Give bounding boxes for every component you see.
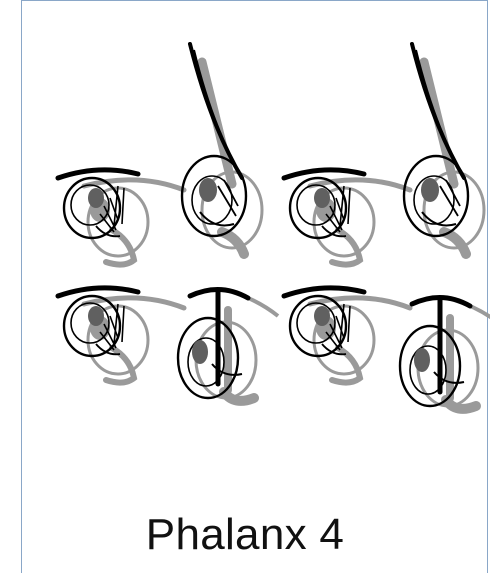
figure-r2c2	[178, 289, 278, 400]
slide-caption: Phalanx 4	[0, 510, 490, 560]
figure-r1c2	[182, 44, 262, 254]
figure-r1c3	[284, 170, 410, 265]
figure-r1c4	[404, 44, 484, 254]
figure-r1c1	[58, 170, 184, 265]
figure-r2c1	[58, 288, 184, 383]
figure-r2c3	[284, 288, 410, 383]
figure-r2c4	[400, 297, 490, 408]
